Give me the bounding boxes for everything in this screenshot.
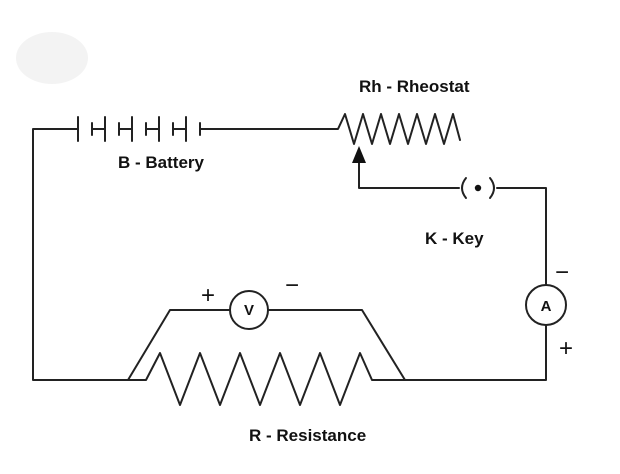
key-symbol [461, 177, 495, 199]
voltmeter-branch-left [127, 309, 231, 381]
rheostat-label: Rh - Rheostat [359, 77, 470, 96]
bottom-right-wire [404, 324, 547, 381]
voltmeter-plus: + [201, 282, 215, 309]
key-label: K - Key [425, 229, 484, 248]
battery-symbol [77, 116, 206, 142]
left-wire [32, 128, 129, 381]
battery-label: B - Battery [118, 153, 205, 172]
ammeter-minus: − [555, 259, 569, 286]
voltmeter-symbol: V [244, 302, 254, 319]
voltmeter-minus: − [285, 272, 299, 299]
resistance-symbol [127, 352, 406, 406]
ammeter-symbol: A [541, 298, 552, 315]
ammeter-plus: + [559, 335, 573, 362]
rheostat-symbol [329, 113, 461, 145]
background-smudge [16, 32, 88, 84]
rheostat-slider-arrow [352, 146, 366, 163]
key-to-rheostat-wire [358, 162, 460, 189]
ammeter-top-wire [496, 187, 547, 285]
voltmeter [229, 290, 269, 330]
voltmeter-branch-right [267, 309, 406, 381]
ammeter [525, 284, 567, 326]
resistance-label: R - Resistance [249, 426, 366, 445]
